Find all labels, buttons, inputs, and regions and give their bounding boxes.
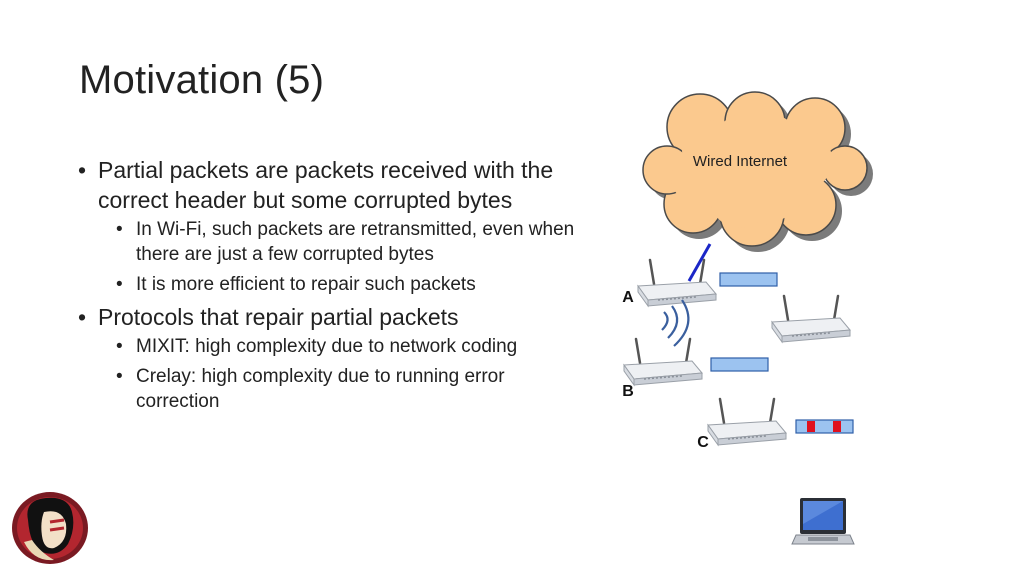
- packet-a: [719, 272, 778, 287]
- sub-bullet-repair-efficient: It is more efficient to repair such pack…: [76, 272, 576, 297]
- sub-bullet-crelay: Crelay: high complexity due to running e…: [76, 364, 576, 414]
- bullet-list: Partial packets are packets received wit…: [76, 155, 576, 419]
- node-label-b: B: [622, 383, 634, 400]
- node-label-c: C: [697, 434, 709, 451]
- wireless-router-icon: [636, 258, 718, 308]
- wireless-router-icon: [622, 337, 704, 387]
- internet-cloud: [642, 91, 868, 247]
- node-label-a: A: [622, 289, 634, 306]
- wireless-router-icon: [770, 294, 852, 344]
- partial-packet-c: [795, 419, 854, 434]
- slide-title: Motivation (5): [79, 58, 325, 102]
- packet-b: [710, 357, 769, 372]
- wired-link: [687, 243, 712, 282]
- wireless-router-icon: [706, 397, 788, 447]
- sub-bullet-wifi-retransmit: In Wi-Fi, such packets are retransmitted…: [76, 217, 576, 267]
- wifi-signal-icon: [661, 299, 690, 347]
- bullet-partial-packets: Partial packets are packets received wit…: [76, 155, 576, 215]
- bullet-repair-protocols: Protocols that repair partial packets: [76, 302, 576, 332]
- university-seal-icon: [12, 492, 88, 564]
- cloud-label: Wired Internet: [693, 153, 788, 170]
- sub-bullet-mixit: MIXIT: high complexity due to network co…: [76, 334, 576, 359]
- laptop-icon: [791, 498, 855, 545]
